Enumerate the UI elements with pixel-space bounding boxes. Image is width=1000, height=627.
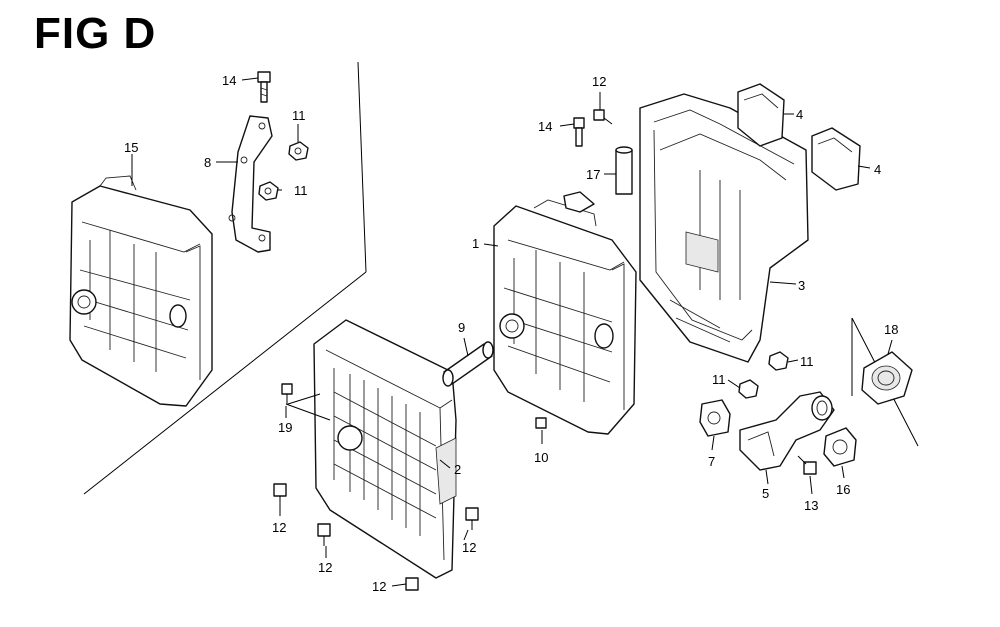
part-12-bolt-lower-left [317, 523, 331, 546]
label-19: 19 [278, 420, 292, 435]
part-1-muffler [493, 199, 637, 435]
part-18-flange [861, 351, 913, 405]
part-11-nut-lower [258, 181, 279, 201]
label-11: 11 [712, 372, 726, 387]
label-4: 4 [874, 162, 881, 177]
label-4: 4 [796, 107, 803, 122]
label-12: 12 [592, 74, 606, 89]
label-11: 11 [294, 183, 308, 198]
label-5: 5 [762, 486, 769, 501]
label-12: 12 [372, 579, 386, 594]
part-15-muffler [69, 175, 213, 407]
part-12-bolt-right [465, 507, 479, 530]
section-divider-left [83, 61, 367, 495]
label-12: 12 [462, 540, 476, 555]
part-7-gasket [699, 399, 731, 437]
label-15: 15 [124, 140, 138, 155]
part-11-nut-upper [288, 141, 309, 161]
part-10-bolt [535, 417, 547, 429]
label-10: 10 [534, 450, 548, 465]
part-11-nut-right-lower [738, 379, 759, 399]
part-9-pipe [442, 341, 494, 387]
part-labels: 14 11 15 8 11 1 9 10 2 19 12 12 12 12 14… [124, 73, 898, 594]
label-14: 14 [538, 119, 552, 134]
label-3: 3 [798, 278, 805, 293]
part-11-nut-right-upper [768, 351, 789, 371]
label-17: 17 [586, 167, 600, 182]
part-4-guide-upper [737, 83, 785, 147]
part-16-gasket [823, 427, 857, 467]
label-18: 18 [884, 322, 898, 337]
label-12: 12 [318, 560, 332, 575]
label-1: 1 [472, 236, 479, 251]
label-9: 9 [458, 320, 465, 335]
part-4-guide-lower [811, 127, 861, 191]
label-11: 11 [800, 354, 814, 369]
label-14: 14 [222, 73, 236, 88]
label-12: 12 [272, 520, 286, 535]
part-3-protector [639, 93, 809, 363]
part-14-bolt-left [257, 71, 271, 103]
part-5-exhaust-elbow [739, 391, 835, 471]
label-11: 11 [292, 108, 306, 123]
part-14-bolt-center [563, 117, 595, 213]
label-16: 16 [836, 482, 850, 497]
part-17-pipe [615, 146, 633, 195]
label-8: 8 [204, 155, 211, 170]
part-12-bolt-left [273, 483, 287, 506]
part-13-bolt [797, 455, 817, 475]
label-7: 7 [708, 454, 715, 469]
part-19-bolt [281, 383, 293, 404]
label-2: 2 [454, 462, 461, 477]
part-12-bolt-top [593, 109, 613, 125]
part-12-bolt-bottom [405, 577, 419, 591]
part-8-bracket [228, 115, 273, 253]
label-13: 13 [804, 498, 818, 513]
figure-title: FIG D [34, 9, 157, 58]
part-2-heat-shield [313, 319, 457, 579]
leader-lines [131, 77, 893, 587]
